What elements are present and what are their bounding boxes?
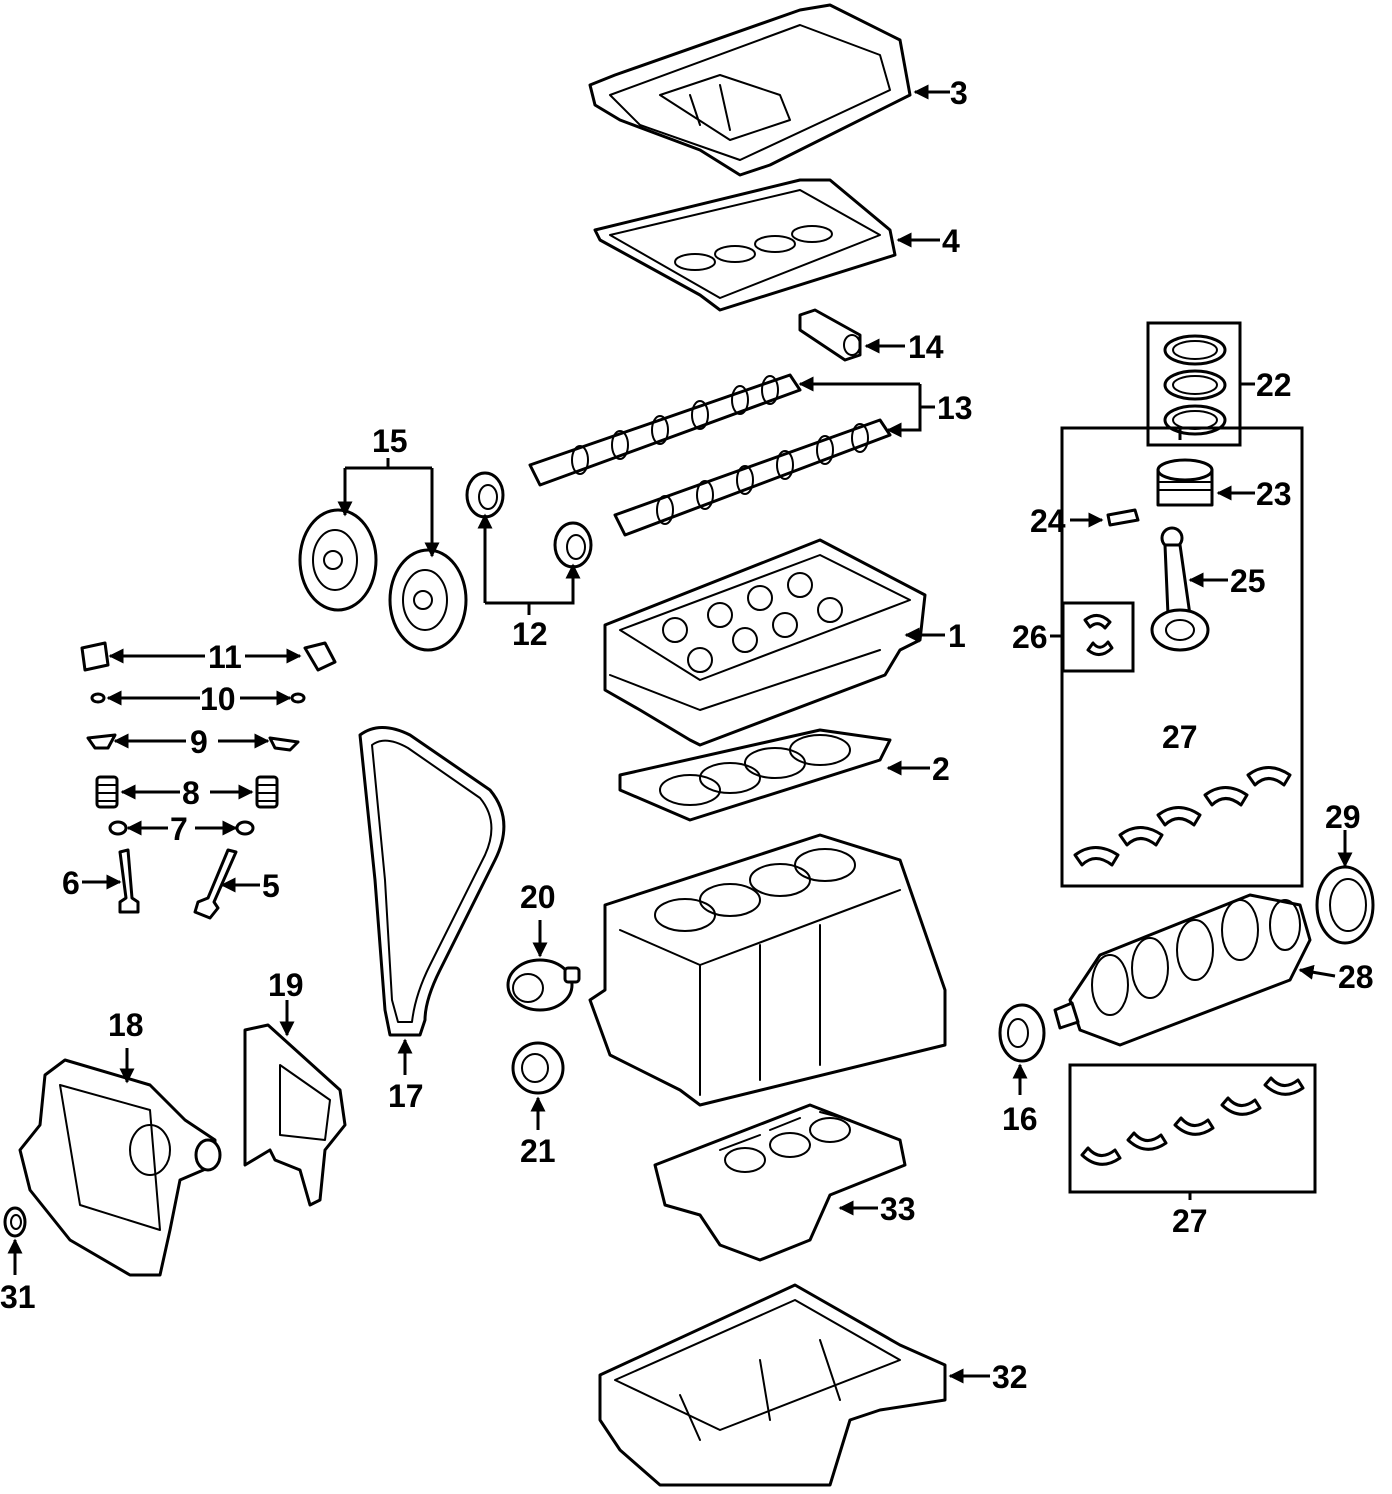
bedplate xyxy=(653,1103,907,1262)
callout-10: 10 xyxy=(200,681,236,717)
rear-main-seal xyxy=(1315,865,1375,945)
main-bearings-upper xyxy=(1060,426,1304,888)
crankshaft-sprocket xyxy=(998,1003,1046,1063)
lash-adjusters xyxy=(80,641,337,672)
callout-2: 2 xyxy=(932,751,950,787)
timing-cover xyxy=(18,1058,222,1277)
callout-13-leader xyxy=(798,376,935,438)
callout-14: 14 xyxy=(908,329,944,365)
callout-19: 19 xyxy=(268,967,304,1003)
callout-7: 7 xyxy=(170,811,188,847)
callout-8: 8 xyxy=(182,775,200,811)
callout-20: 20 xyxy=(520,879,556,915)
callout-26: 26 xyxy=(1012,619,1048,655)
valve-cover xyxy=(588,3,912,177)
head-gasket xyxy=(618,728,892,822)
callout-22: 22 xyxy=(1256,367,1292,403)
camshaft-phasers xyxy=(298,508,468,652)
callout-18: 18 xyxy=(108,1007,144,1043)
callout-5: 5 xyxy=(262,868,280,904)
valve-cover-gasket xyxy=(593,178,897,312)
camshafts xyxy=(528,373,892,537)
engine-block xyxy=(588,833,947,1107)
callout-21: 21 xyxy=(520,1133,556,1169)
idler-pulley xyxy=(511,1041,565,1095)
callout-27b: 27 xyxy=(1172,1203,1208,1239)
callout-31: 31 xyxy=(0,1279,36,1315)
connecting-rod xyxy=(1150,526,1210,652)
valve-springs xyxy=(95,775,279,809)
callout-25: 25 xyxy=(1230,563,1266,599)
callout-1: 1 xyxy=(948,618,966,654)
oil-pan xyxy=(598,1283,947,1487)
callout-33: 33 xyxy=(880,1191,916,1227)
cylinder-head xyxy=(603,538,927,747)
callout-16: 16 xyxy=(1002,1101,1038,1137)
callout-9: 9 xyxy=(190,724,208,760)
piston xyxy=(1156,458,1214,507)
callout-28-leader xyxy=(1298,964,1336,980)
callout-15: 15 xyxy=(372,423,408,459)
valve-retainers xyxy=(86,733,300,752)
valve-keepers xyxy=(90,692,306,704)
main-bearings-upper-set xyxy=(1073,766,1292,867)
main-bearings-lower xyxy=(1068,1063,1317,1194)
callout-27a: 27 xyxy=(1162,719,1198,755)
callout-12: 12 xyxy=(512,616,548,652)
belt-tensioner xyxy=(506,958,581,1012)
exhaust-valve xyxy=(193,848,238,920)
callout-15-leader xyxy=(337,458,440,558)
front-crank-seal xyxy=(3,1206,27,1238)
callout-32: 32 xyxy=(992,1359,1028,1395)
timing-belt xyxy=(358,726,506,1037)
callout-23: 23 xyxy=(1256,476,1292,512)
piston-pin xyxy=(1106,508,1140,527)
crankshaft xyxy=(1053,893,1312,1047)
callout-13: 13 xyxy=(937,390,973,426)
callout-12-leader xyxy=(477,513,581,615)
callout-3: 3 xyxy=(950,75,968,111)
callout-17: 17 xyxy=(388,1078,424,1114)
callout-28: 28 xyxy=(1338,959,1374,995)
oil-control-solenoid xyxy=(798,308,862,362)
callout-6: 6 xyxy=(62,865,80,901)
callout-11: 11 xyxy=(208,639,242,675)
callout-29: 29 xyxy=(1325,799,1361,835)
intake-valve xyxy=(118,848,140,914)
callout-24: 24 xyxy=(1030,503,1066,539)
timing-cover-inner xyxy=(243,1023,347,1207)
rod-bearings xyxy=(1061,601,1135,673)
camshaft-seals xyxy=(465,471,593,569)
callout-4: 4 xyxy=(942,223,960,259)
